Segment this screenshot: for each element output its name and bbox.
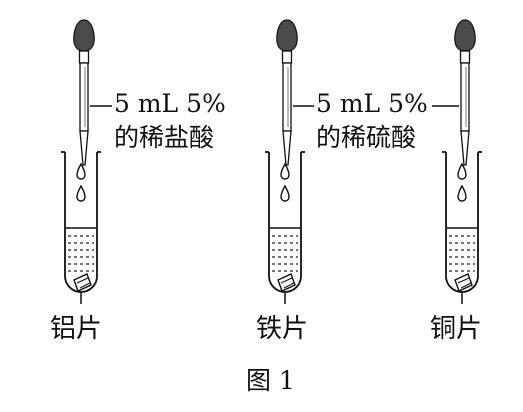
h2so4-volume-label: 5 mL 5% [316, 89, 428, 118]
figure-caption: 图 1 [246, 366, 295, 395]
dropper-1 [73, 19, 95, 166]
hcl-name-label: 的稀盐酸 [114, 123, 215, 152]
tube-1-metal-label: 铝片 [50, 314, 103, 344]
test-tube-3 [441, 151, 483, 305]
h2so4-name-label: 的稀硫酸 [316, 123, 417, 152]
tube-2-metal-label: 铁片 [256, 314, 309, 344]
dropper-3 [454, 19, 476, 166]
tube-3-metal-label: 铜片 [430, 314, 483, 344]
test-tube-2 [264, 151, 306, 305]
dropper-2 [276, 19, 298, 166]
hcl-volume-label: 5 mL 5% [114, 89, 226, 118]
test-tube-1 [60, 151, 102, 305]
